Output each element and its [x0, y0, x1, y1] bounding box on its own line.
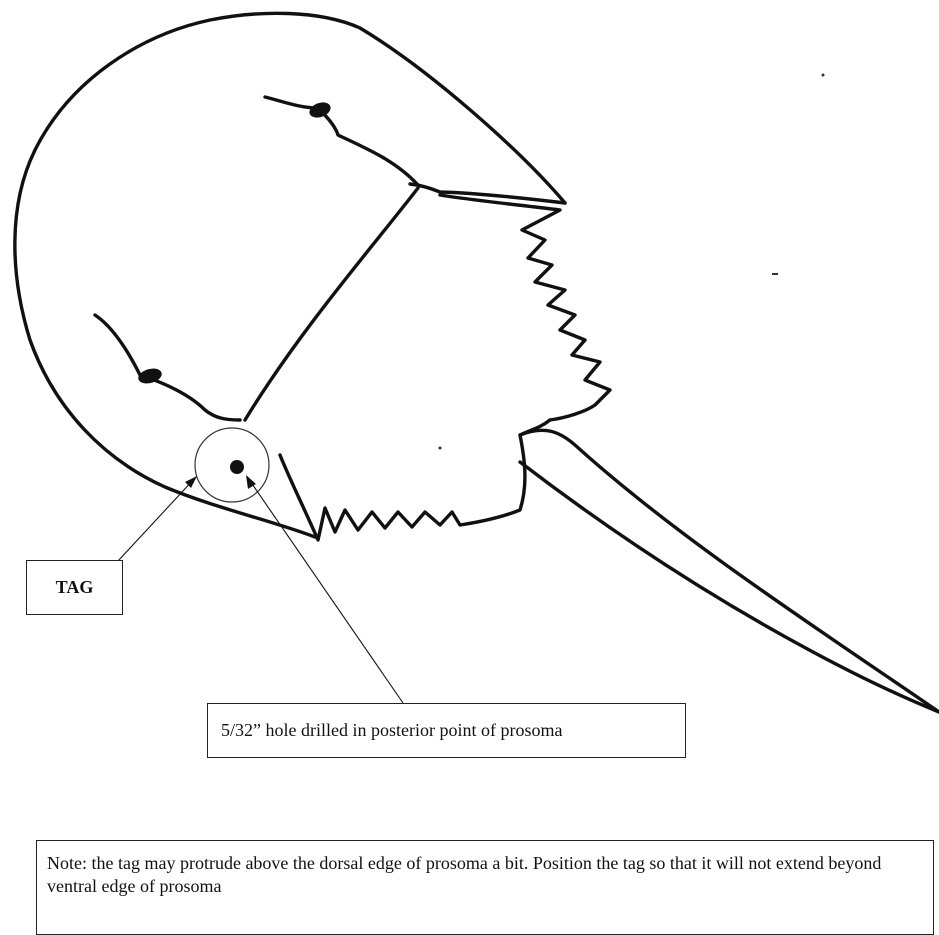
scan-speck — [772, 273, 778, 275]
hole-label-box: 5/32” hole drilled in posterior point of… — [207, 703, 686, 758]
prosoma-outline — [15, 13, 565, 537]
note-text: Note: the tag may protrude above the dor… — [47, 853, 881, 896]
scan-speck — [439, 447, 442, 450]
opisthosoma-lower-spines — [280, 420, 550, 540]
scan-speck — [822, 74, 825, 77]
upper-eye-line — [265, 97, 418, 185]
tag-pointer-line — [118, 478, 195, 561]
hinge-line — [245, 188, 418, 420]
upper-compound-eye — [307, 100, 332, 121]
telson — [520, 430, 939, 712]
opisthosoma-upper-spines — [440, 195, 610, 420]
lower-eye-line — [95, 315, 240, 420]
drilled-hole — [230, 460, 244, 474]
tag-label-box: TAG — [26, 560, 123, 615]
hole-label: 5/32” hole drilled in posterior point of… — [221, 720, 562, 741]
note-box: Note: the tag may protrude above the dor… — [36, 840, 934, 935]
tag-label: TAG — [56, 577, 94, 598]
